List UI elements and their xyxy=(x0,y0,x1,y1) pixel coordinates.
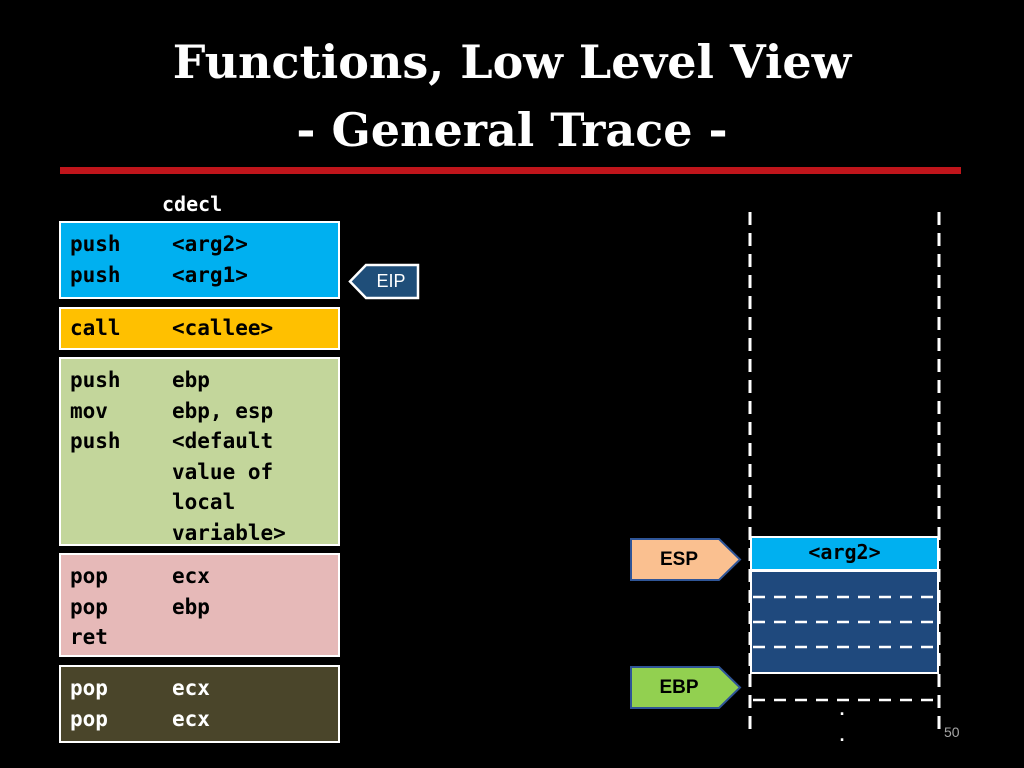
code-line: push<default xyxy=(70,429,274,453)
code-line: variable> xyxy=(172,520,286,545)
ebp-label: EBP xyxy=(659,676,699,698)
code-line: ret xyxy=(70,625,108,649)
code-line: push<arg2> xyxy=(70,232,248,256)
eip-pointer-shape xyxy=(348,263,420,300)
stack-ellipsis-dot: . xyxy=(839,703,845,719)
code-line: call<callee> xyxy=(70,316,274,340)
page-number: 50 xyxy=(944,724,960,740)
code-line: push<arg1> xyxy=(70,262,248,287)
code-line: value of xyxy=(172,459,274,484)
stack-old-frame xyxy=(750,570,939,674)
slide-title-line1: Functions, Low Level View xyxy=(172,35,852,89)
eip-label: EIP xyxy=(376,271,406,291)
esp-label: ESP xyxy=(659,548,699,570)
title-rule xyxy=(60,167,961,174)
calling-convention-label: cdecl xyxy=(162,192,223,216)
ebp-pointer: EBP xyxy=(629,665,743,710)
stack-ellipsis: . . xyxy=(832,698,852,750)
stack-ellipsis-dot: . xyxy=(839,729,845,745)
esp-pointer-shape xyxy=(630,538,742,581)
call-block: call<callee> xyxy=(59,307,340,350)
ebp-pointer-shape xyxy=(630,666,742,709)
caller-push-block: push<arg2> push<arg1> xyxy=(59,221,340,299)
slide-title-line2: - General Trace - xyxy=(296,103,728,157)
esp-pointer: ESP xyxy=(629,537,743,582)
eip-pointer: EIP xyxy=(348,263,420,300)
stack-cell-arg2-label: <arg2> xyxy=(808,540,881,564)
code-line: local xyxy=(172,490,236,514)
